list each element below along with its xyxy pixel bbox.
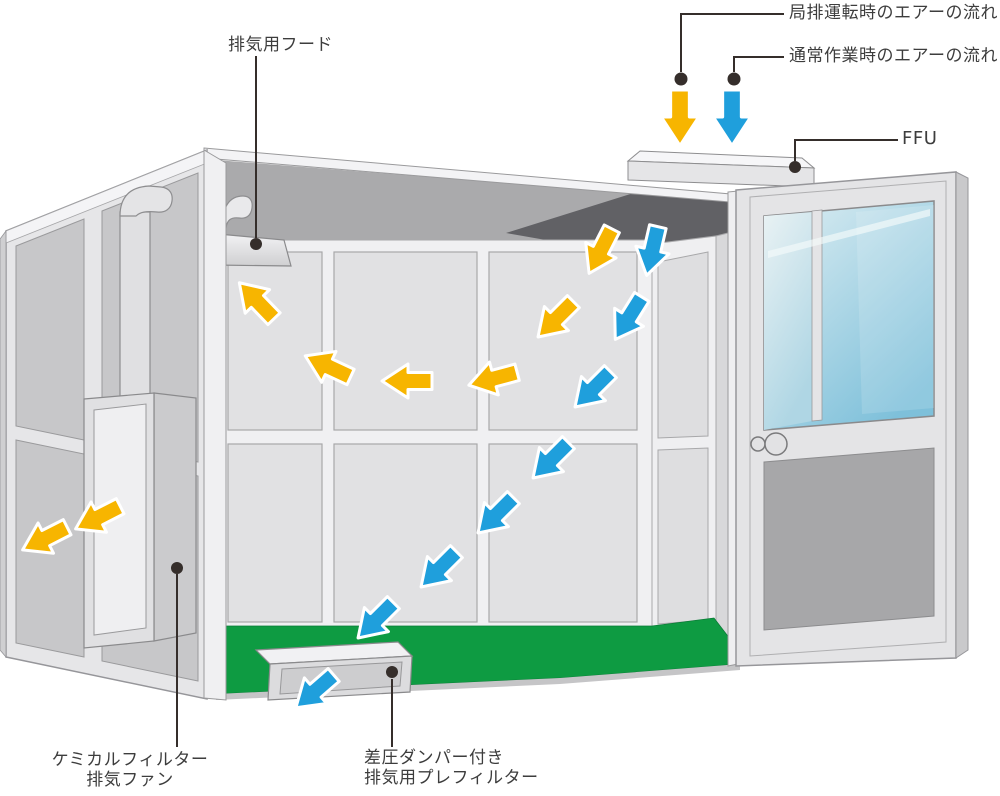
front-left-post bbox=[203, 149, 227, 701]
label-leaders bbox=[171, 13, 898, 747]
label-dot bbox=[727, 72, 741, 86]
wall-panel bbox=[227, 251, 323, 431]
wall-panel bbox=[488, 251, 638, 431]
label-dot bbox=[171, 562, 183, 574]
wall-panel bbox=[488, 443, 638, 623]
door-window bbox=[763, 200, 935, 431]
label-prefilter: 差圧ダンパー付き 排気用プレフィルター bbox=[364, 748, 539, 788]
label-local-exhaust-flow: 局排運転時のエアーの流れ bbox=[789, 3, 998, 23]
label-prefilter-line1: 差圧ダンパー付き bbox=[364, 748, 504, 768]
exhaust-hood bbox=[212, 195, 292, 267]
label-chemical-filter-fan: ケミカルフィルター 排気ファン bbox=[32, 750, 228, 790]
window-mullion bbox=[811, 209, 823, 422]
leader-line bbox=[794, 139, 898, 161]
label-chemical-filter-fan-line2: 排気ファン bbox=[86, 770, 174, 790]
door-knob bbox=[750, 432, 788, 456]
ffu-ceiling-opening bbox=[506, 191, 742, 254]
hood-duct-elbow bbox=[221, 195, 253, 229]
label-chemical-filter-fan-line1: ケミカルフィルター bbox=[51, 750, 209, 770]
airflow-arrow-local-exhaust bbox=[659, 88, 701, 148]
label-ffu: FFU bbox=[902, 128, 938, 149]
leader-line bbox=[680, 13, 784, 72]
leader-line bbox=[733, 56, 784, 72]
door-wall-side bbox=[955, 171, 969, 659]
label-dot bbox=[674, 72, 688, 86]
label-dot bbox=[386, 666, 398, 678]
side-wall bbox=[651, 231, 733, 651]
label-dot bbox=[789, 161, 801, 173]
label-dot bbox=[250, 238, 262, 250]
door-lower-panel bbox=[763, 447, 935, 631]
wall-panel bbox=[333, 443, 478, 623]
airflow-arrow-normal bbox=[711, 88, 753, 148]
wall-panel bbox=[15, 218, 85, 441]
door-wall bbox=[735, 171, 969, 667]
wall-panel bbox=[227, 443, 323, 623]
wall-panel bbox=[333, 251, 478, 431]
chemical-filter-unit bbox=[83, 392, 197, 649]
ffu-unit bbox=[626, 150, 816, 188]
label-normal-operation-flow: 通常作業時のエアーの流れ bbox=[789, 46, 998, 66]
label-exhaust-hood: 排気用フード bbox=[228, 35, 333, 55]
label-prefilter-line2: 排気用プレフィルター bbox=[364, 768, 539, 788]
